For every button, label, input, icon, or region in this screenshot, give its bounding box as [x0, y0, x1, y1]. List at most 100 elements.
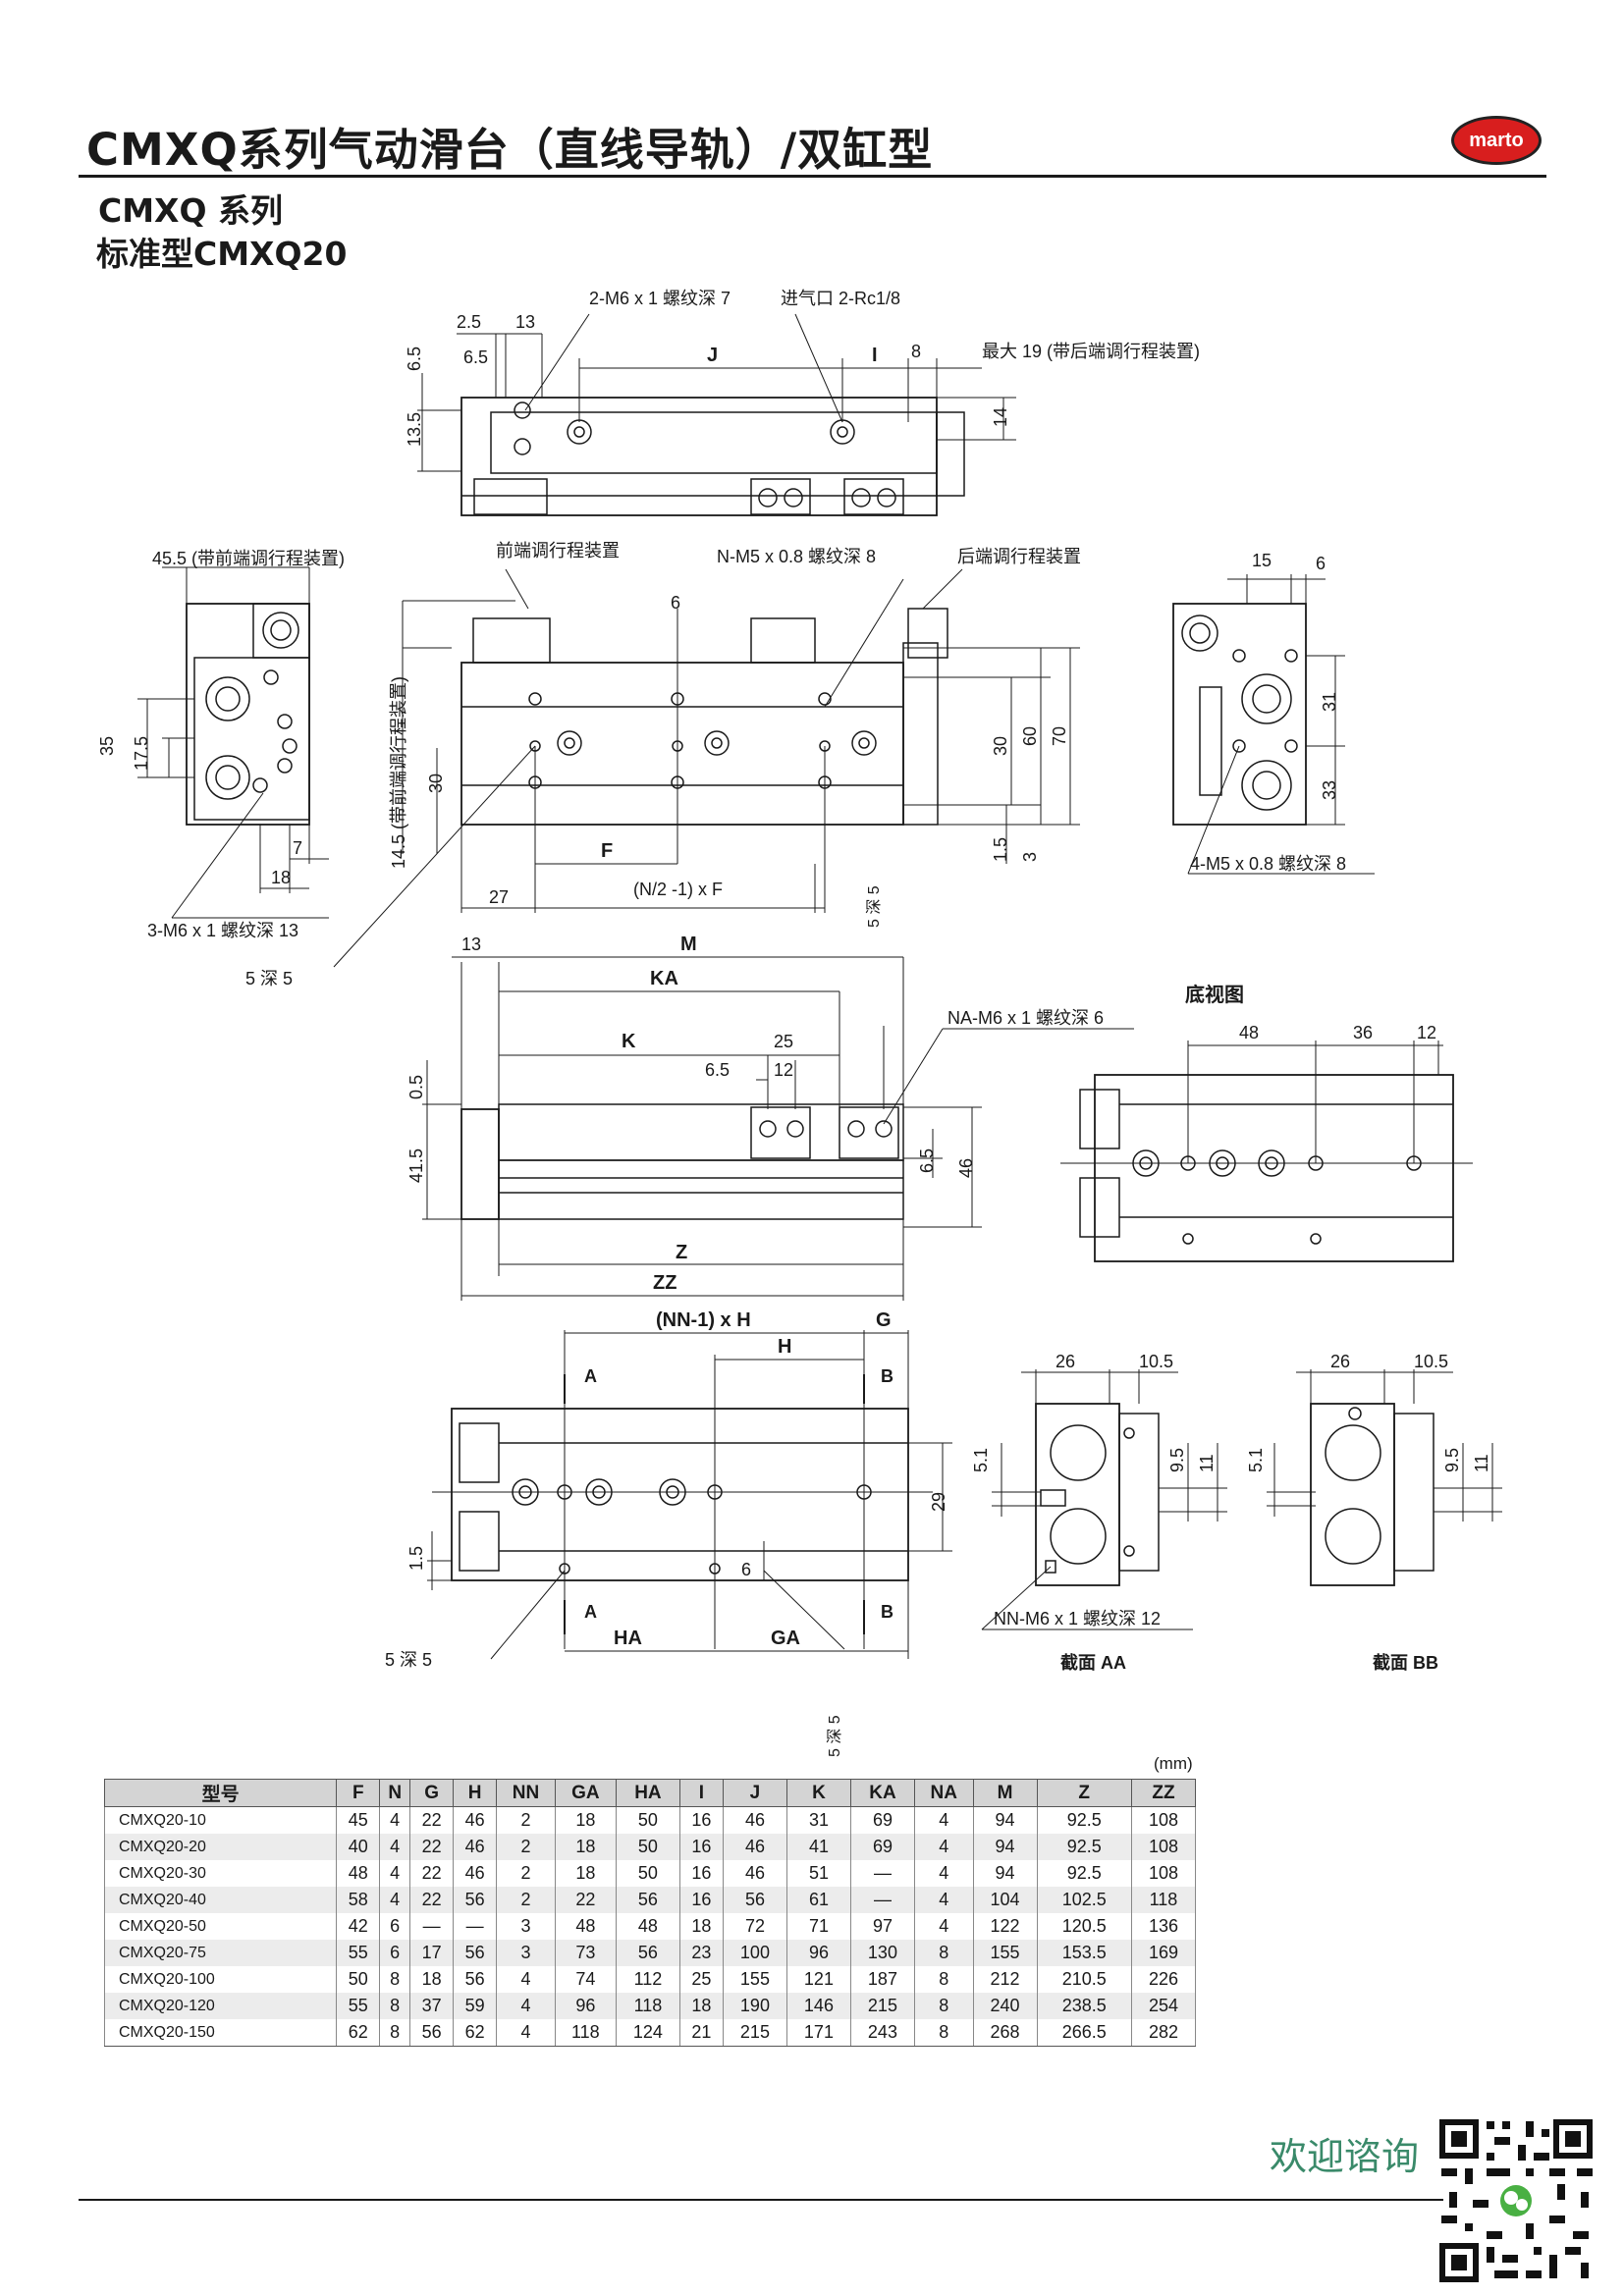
- table-cell: 56: [615, 1940, 680, 1966]
- dim-5-1-bb: 5.1: [1246, 1448, 1266, 1472]
- table-cell: 97: [849, 1913, 915, 1940]
- table-cell: 94: [972, 1860, 1038, 1887]
- dim-H: H: [778, 1336, 791, 1358]
- table-cell: 6: [379, 1913, 411, 1940]
- table-cell: 2: [496, 1860, 556, 1887]
- table-cell: 92.5: [1036, 1806, 1132, 1834]
- dim-K: K: [622, 1031, 636, 1052]
- dim-5-1-aa: 5.1: [971, 1448, 991, 1472]
- table-cell: 226: [1130, 1966, 1197, 1993]
- dim-6-5-vert: 6.5: [405, 347, 424, 371]
- dim-6-lower: 6: [741, 1560, 751, 1579]
- table-cell: 50: [336, 1966, 381, 1993]
- table-cell: 42: [336, 1913, 381, 1940]
- table-cell: 104: [972, 1887, 1038, 1913]
- table-header-cell: J: [722, 1779, 787, 1807]
- dim-1-5-lower: 1.5: [406, 1546, 426, 1571]
- table-cell: 171: [785, 2019, 851, 2047]
- table-cell: 4: [496, 1993, 556, 2019]
- table-model-cell: CMXQ20-75: [103, 1940, 338, 1966]
- table-cell: 121: [785, 1966, 851, 1993]
- table-cell: 3: [496, 1913, 556, 1940]
- table-cell: 268: [972, 2019, 1038, 2047]
- table-cell: 8: [913, 1993, 974, 2019]
- dim-GA: GA: [771, 1628, 800, 1649]
- table-model-cell: CMXQ20-50: [103, 1913, 338, 1940]
- table-cell: 212: [972, 1966, 1038, 1993]
- dim-13-5: 13.5: [405, 412, 424, 447]
- dim-I: I: [872, 345, 878, 366]
- dim-11-aa: 11: [1197, 1454, 1217, 1472]
- table-cell: 37: [409, 1993, 455, 2019]
- table-cell: 215: [849, 1993, 915, 2019]
- side-view: 45.5 (带前端调行程装置) 35 17.5 7 18 3-M6 x 1 螺纹…: [97, 549, 345, 988]
- section-bb: 26 10.5 5.1 9.5 11 截面 BB: [1246, 1352, 1502, 1673]
- dim-J: J: [707, 345, 718, 366]
- section-A-top: A: [584, 1366, 597, 1386]
- table-cell: 215: [722, 2019, 787, 2047]
- section-B-bottom: B: [881, 1602, 893, 1622]
- table-cell: 8: [913, 2019, 974, 2047]
- table-cell: 46: [453, 1806, 498, 1834]
- table-header-cell: F: [336, 1779, 381, 1807]
- table-cell: 155: [722, 1966, 787, 1993]
- table-cell: 45: [336, 1806, 381, 1834]
- table-cell: 62: [336, 2019, 381, 2047]
- section-aa: 26 10.5 5.1 9.5 11 NN-M6 x 1 螺纹深 12 截面 A…: [971, 1352, 1227, 1673]
- table-cell: 56: [722, 1887, 787, 1913]
- table-header-cell: HA: [615, 1779, 680, 1807]
- dim-6-5: 6.5: [463, 347, 488, 367]
- table-cell: 266.5: [1036, 2019, 1132, 2047]
- table-cell: —: [409, 1913, 455, 1940]
- table-cell: 40: [336, 1834, 381, 1860]
- table-header-cell: I: [678, 1779, 724, 1807]
- table-cell: 22: [409, 1834, 455, 1860]
- table-cell: 2: [496, 1834, 556, 1860]
- table-header-cell: H: [453, 1779, 498, 1807]
- table-cell: 8: [379, 1966, 411, 1993]
- dim-41-5: 41.5: [406, 1148, 426, 1183]
- dim-36: 36: [1353, 1023, 1373, 1042]
- dim-17-5: 17.5: [132, 736, 151, 771]
- table-cell: 61: [785, 1887, 851, 1913]
- dim-70: 70: [1050, 726, 1069, 746]
- table-cell: 55: [336, 1993, 381, 2019]
- pin-hole-lower-note: 5 深 5: [385, 1650, 432, 1670]
- table-cell: 58: [336, 1887, 381, 1913]
- table-cell: 130: [849, 1940, 915, 1966]
- table-cell: 18: [554, 1834, 617, 1860]
- front-adjust-label: 前端调行程装置: [496, 541, 620, 561]
- table-cell: 92.5: [1036, 1834, 1132, 1860]
- page-title: CMXQ系列气动滑台（直线导轨）/双缸型: [86, 124, 934, 176]
- table-model-cell: CMXQ20-20: [103, 1834, 338, 1860]
- dim-9-5-bb: 9.5: [1442, 1448, 1462, 1472]
- table-cell: 18: [554, 1860, 617, 1887]
- table-cell: 8: [913, 1940, 974, 1966]
- section-B-top: B: [881, 1366, 893, 1386]
- table-cell: —: [849, 1860, 915, 1887]
- table-model-cell: CMXQ20-120: [103, 1993, 338, 2019]
- dim-25: 25: [774, 1032, 793, 1051]
- table-cell: —: [453, 1913, 498, 1940]
- dim-6: 6: [671, 593, 680, 613]
- table-cell: 4: [496, 2019, 556, 2047]
- section-bb-title: 截面 BB: [1373, 1652, 1438, 1673]
- section-aa-title: 截面 AA: [1060, 1652, 1126, 1673]
- dim-KA: KA: [650, 968, 678, 989]
- table-cell: 2: [496, 1887, 556, 1913]
- table-cell: 51: [785, 1860, 851, 1887]
- table-cell: 22: [554, 1887, 617, 1913]
- section-A-bottom: A: [584, 1602, 597, 1622]
- rear-adjust-label: 后端调行程装置: [957, 547, 1081, 566]
- table-cell: 155: [972, 1940, 1038, 1966]
- table-cell: 25: [678, 1966, 724, 1993]
- table-cell: 69: [849, 1834, 915, 1860]
- table-cell: 48: [615, 1913, 680, 1940]
- table-cell: 22: [409, 1806, 455, 1834]
